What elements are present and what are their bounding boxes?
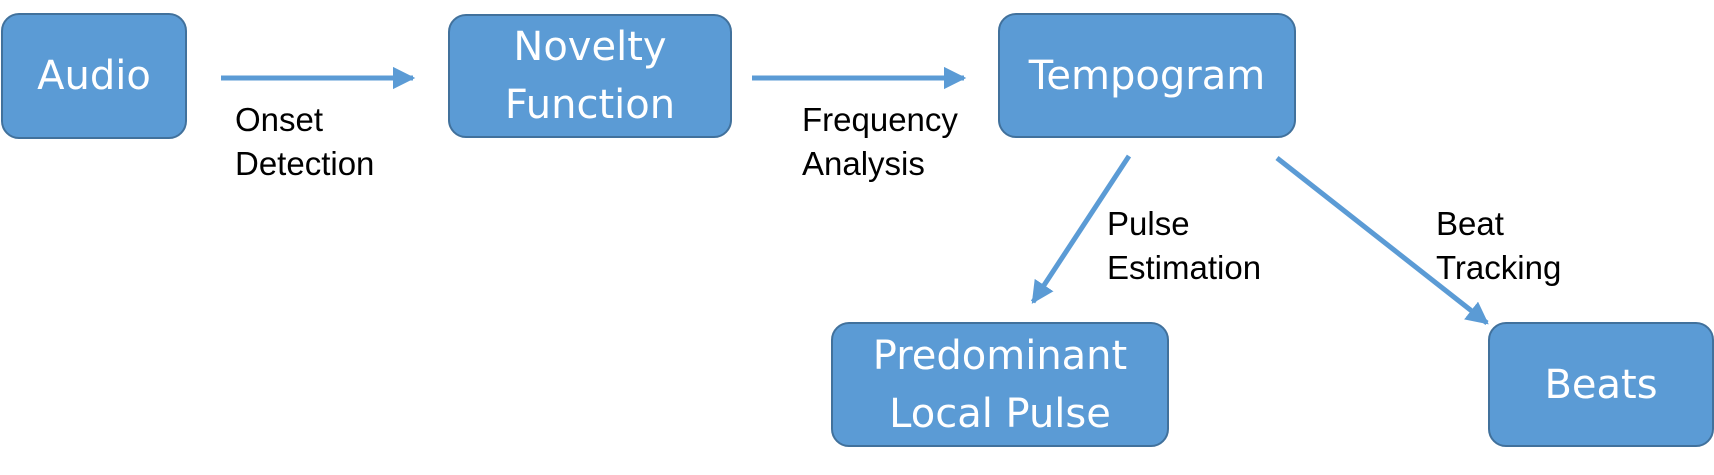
node-beats: Beats <box>1488 322 1714 447</box>
node-novelty-function: Novelty Function <box>448 14 732 138</box>
node-audio: Audio <box>1 13 187 139</box>
node-tempogram: Tempogram <box>998 13 1296 138</box>
edge-label-pulse-estimation: Pulse Estimation <box>1107 205 1262 286</box>
edge-label-onset-detection: Onset Detection <box>235 101 375 182</box>
arrow-tempogram-to-beats <box>1275 156 1489 325</box>
arrow-tempogram-to-plp <box>1030 154 1132 304</box>
edge-label-beat-tracking: Beat Tracking <box>1436 205 1562 286</box>
edge-label-frequency-analysis: Frequency Analysis <box>802 101 958 182</box>
node-predominant-local-pulse: Predominant Local Pulse <box>831 322 1169 447</box>
